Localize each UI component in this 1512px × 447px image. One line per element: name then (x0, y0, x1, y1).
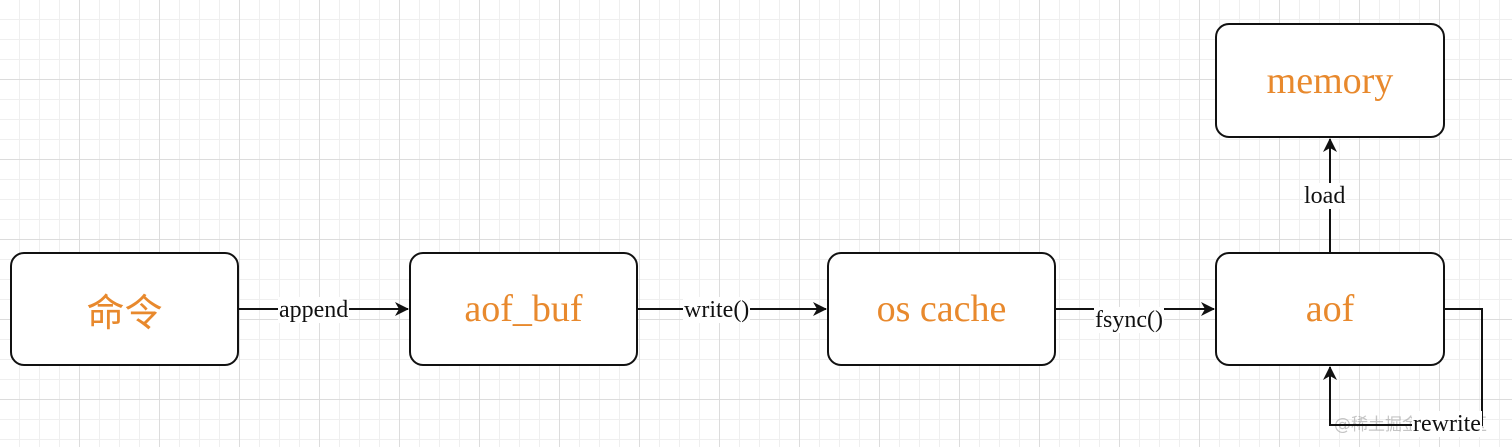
edge-label-write: write() (683, 297, 751, 323)
node-memory-label: memory (1266, 59, 1394, 102)
node-aof-buf-label: aof_buf (464, 288, 583, 330)
edge-label-fsync: fsync() (1094, 307, 1164, 333)
node-aof-label: aof (1305, 288, 1355, 330)
node-aof-buf: aof_buf (409, 252, 638, 366)
node-command-label: 命令 (86, 292, 163, 335)
edge-label-rewrite: rewrite (1412, 411, 1482, 437)
edge-rewrite-line (1323, 308, 1483, 426)
node-os-cache: os cache (827, 252, 1056, 366)
edge-label-load: load (1303, 183, 1347, 209)
node-aof: aof (1215, 252, 1445, 366)
edge-label-append: append (278, 297, 350, 323)
node-os-cache-label: os cache (876, 288, 1007, 330)
node-command: 命令 (10, 252, 239, 366)
node-memory: memory (1215, 23, 1445, 138)
